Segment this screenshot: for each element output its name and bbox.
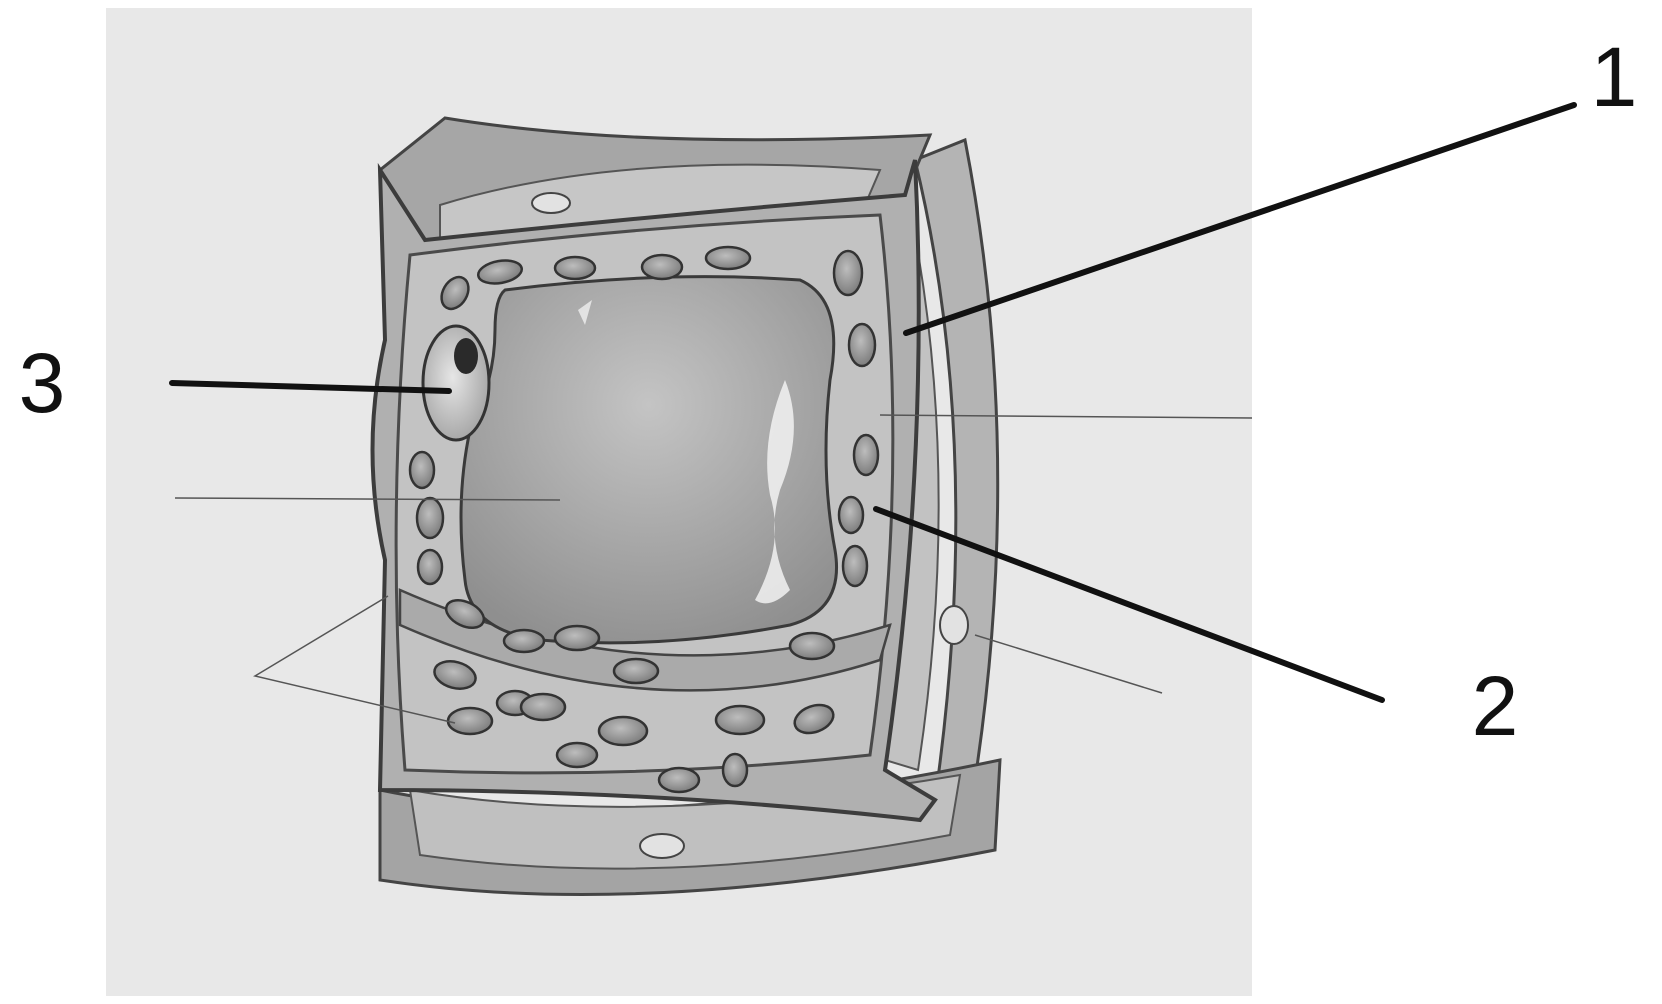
chloroplast (716, 706, 764, 734)
chloroplast (417, 498, 443, 538)
chloroplast (557, 743, 597, 767)
chloroplast (448, 708, 492, 734)
chloroplast (706, 247, 750, 269)
chloroplast (555, 257, 595, 279)
label-1: 1 (1591, 30, 1638, 124)
label-3: 3 (19, 336, 66, 430)
chloroplast (599, 717, 647, 745)
chloroplast (790, 633, 834, 659)
wall-pit (532, 193, 570, 213)
chloroplast (854, 435, 878, 475)
chloroplast (839, 497, 863, 533)
chloroplast (521, 694, 565, 720)
chloroplast (659, 768, 699, 792)
chloroplast (849, 324, 875, 366)
chloroplast (504, 630, 544, 652)
chloroplast (834, 251, 862, 295)
chloroplast (555, 626, 599, 650)
chloroplast (614, 659, 658, 683)
chloroplast (642, 255, 682, 279)
chloroplast (418, 550, 442, 584)
label-2: 2 (1472, 659, 1519, 753)
chloroplast (723, 754, 747, 786)
wall-pit (940, 606, 968, 644)
wall-pit (640, 834, 684, 858)
nucleolus (454, 338, 478, 374)
nucleus (423, 326, 489, 440)
chloroplast (410, 452, 434, 488)
chloroplast (843, 546, 867, 586)
